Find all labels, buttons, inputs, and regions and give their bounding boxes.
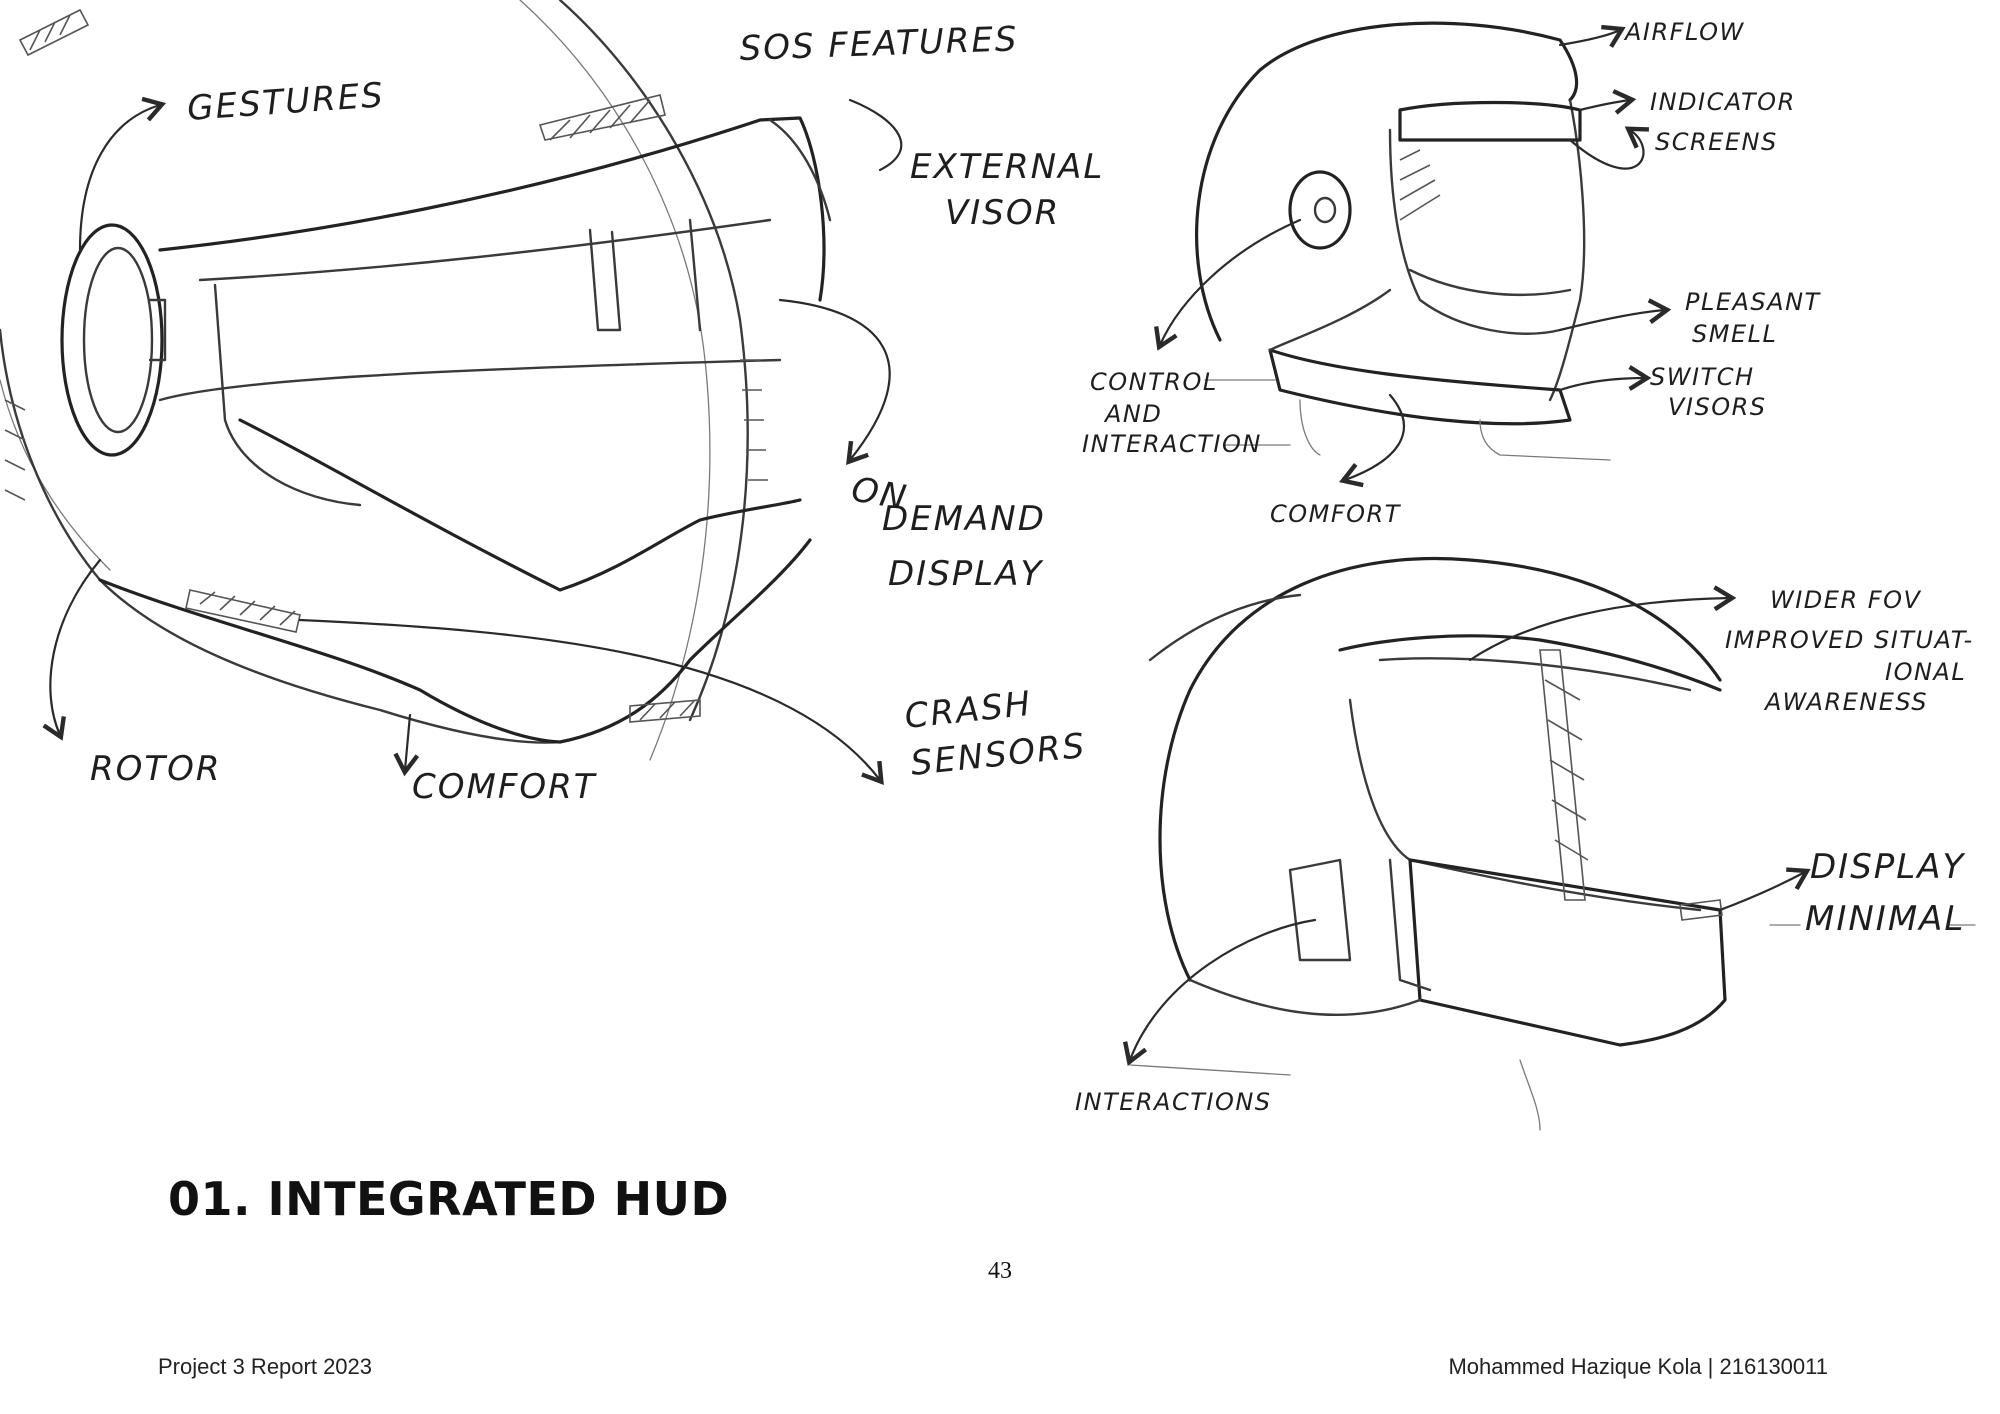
label-switch-visors-2: VISORS bbox=[1668, 393, 1767, 421]
label-on-demand-2: DEMAND bbox=[882, 499, 1046, 539]
label-on-demand: ON bbox=[848, 469, 910, 518]
label-external-visor: EXTERNAL bbox=[910, 147, 1104, 187]
label-improved-awareness-3: AWARENESS bbox=[1763, 688, 1928, 716]
label-gestures: GESTURES bbox=[186, 75, 386, 129]
label-pleasant-smell: PLEASANT bbox=[1685, 288, 1822, 316]
page-number: 43 bbox=[988, 1258, 1012, 1284]
label-indicator-screens-2: SCREENS bbox=[1655, 128, 1778, 156]
label-external-visor-2: VISOR bbox=[945, 193, 1060, 233]
footer-left: Project 3 Report 2023 bbox=[158, 1354, 373, 1379]
label-wider-fov: WIDER FOV bbox=[1770, 586, 1921, 614]
label-comfort-left: COMFORT bbox=[412, 767, 597, 807]
label-improved-awareness-2: IONAL bbox=[1885, 658, 1966, 686]
label-sos-features: SOS FEATURES bbox=[739, 19, 1019, 69]
label-rotor: ROTOR bbox=[90, 749, 222, 789]
helmet-sketch-three-quarter bbox=[1122, 556, 1976, 1131]
label-control: CONTROL bbox=[1090, 368, 1218, 396]
label-display: DISPLAY bbox=[1810, 847, 1965, 887]
label-minimal: MINIMAL bbox=[1805, 899, 1965, 939]
label-airflow: AIRFLOW bbox=[1623, 18, 1745, 46]
label-interactions: INTERACTIONS bbox=[1075, 1088, 1272, 1116]
label-improved-awareness: IMPROVED SITUAT- bbox=[1725, 626, 1974, 654]
section-title: 01. INTEGRATED HUD bbox=[168, 1172, 730, 1226]
helmet-sketch-illustration: GESTURES SOS FEATURES EXTERNAL VISOR ON … bbox=[0, 0, 1976, 1131]
label-switch-visors: SWITCH bbox=[1650, 363, 1755, 391]
label-comfort-right: COMFORT bbox=[1270, 500, 1402, 528]
label-indicator-screens: INDICATOR bbox=[1650, 88, 1796, 116]
label-pleasant-smell-2: SMELL bbox=[1692, 320, 1777, 348]
helmet-sketch-side bbox=[1154, 21, 1672, 488]
label-crash-2: SENSORS bbox=[909, 726, 1088, 784]
label-crash: CRASH bbox=[903, 684, 1034, 737]
footer-right: Mohammed Hazique Kola | 216130011 bbox=[1448, 1354, 1828, 1379]
label-control-3: INTERACTION bbox=[1082, 430, 1262, 458]
helmet-sketch-large bbox=[0, 0, 903, 786]
label-on-demand-3: DISPLAY bbox=[888, 554, 1043, 594]
label-control-2: AND bbox=[1103, 400, 1162, 428]
